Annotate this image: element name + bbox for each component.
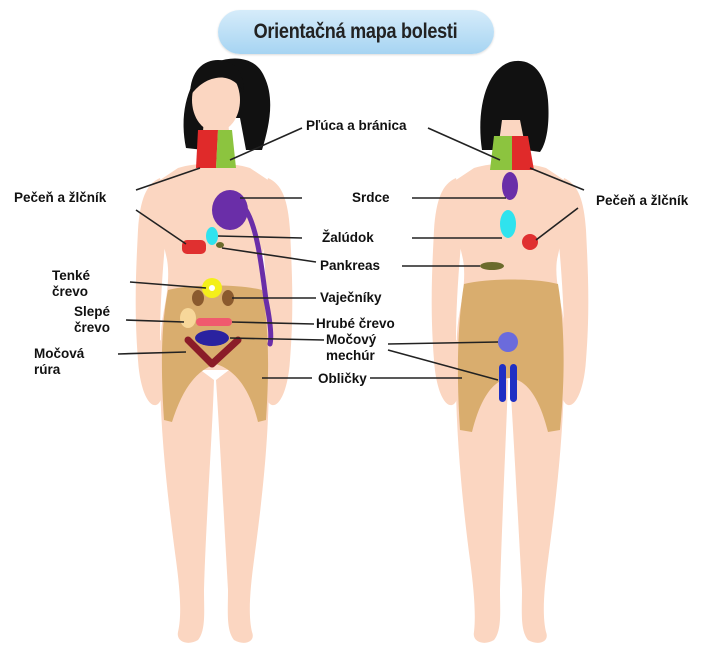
back-pancreas xyxy=(480,262,504,270)
front-colon xyxy=(196,318,232,326)
label-mechur: Močový mechúr xyxy=(326,332,376,364)
front-ovary-left xyxy=(192,290,204,306)
label-pankreas: Pankreas xyxy=(320,258,380,274)
title-banner: Orientačná mapa bolesti xyxy=(218,10,494,54)
label-oblicky: Obličky xyxy=(318,371,367,387)
front-bladder xyxy=(195,330,229,346)
back-figure xyxy=(432,61,589,643)
front-stomach xyxy=(206,227,218,245)
label-slepe: Slepé črevo xyxy=(74,304,110,336)
front-lungs-red xyxy=(196,130,218,168)
label-srdce: Srdce xyxy=(352,190,390,206)
label-mocova: Močová rúra xyxy=(34,346,84,378)
back-bladder xyxy=(498,332,518,352)
label-pluca: Pľúca a bránica xyxy=(306,118,407,134)
label-pecen-right: Pečeň a žlčník xyxy=(596,193,688,209)
front-appendix xyxy=(180,308,196,328)
page-title: Orientačná mapa bolesti xyxy=(254,20,458,44)
front-liver xyxy=(182,240,206,254)
front-pancreas xyxy=(216,242,224,248)
front-small-intestine-dot xyxy=(209,285,215,291)
back-stomach xyxy=(500,210,516,238)
back-liver xyxy=(522,234,538,250)
front-heart xyxy=(212,190,248,230)
back-pelvis-region xyxy=(458,280,564,433)
back-kidney-right xyxy=(510,364,517,402)
label-tenke: Tenké črevo xyxy=(52,268,90,300)
front-figure xyxy=(136,59,293,643)
label-vajecniky: Vaječníky xyxy=(320,290,382,306)
front-pelvis-region xyxy=(162,286,268,423)
label-hrube: Hrubé črevo xyxy=(316,316,395,332)
label-pecen-left: Pečeň a žlčník xyxy=(14,190,106,206)
label-zaludok: Žalúdok xyxy=(322,230,374,246)
back-kidney-left xyxy=(499,364,506,402)
front-diaphragm-green xyxy=(216,130,236,168)
back-heart xyxy=(502,172,518,200)
